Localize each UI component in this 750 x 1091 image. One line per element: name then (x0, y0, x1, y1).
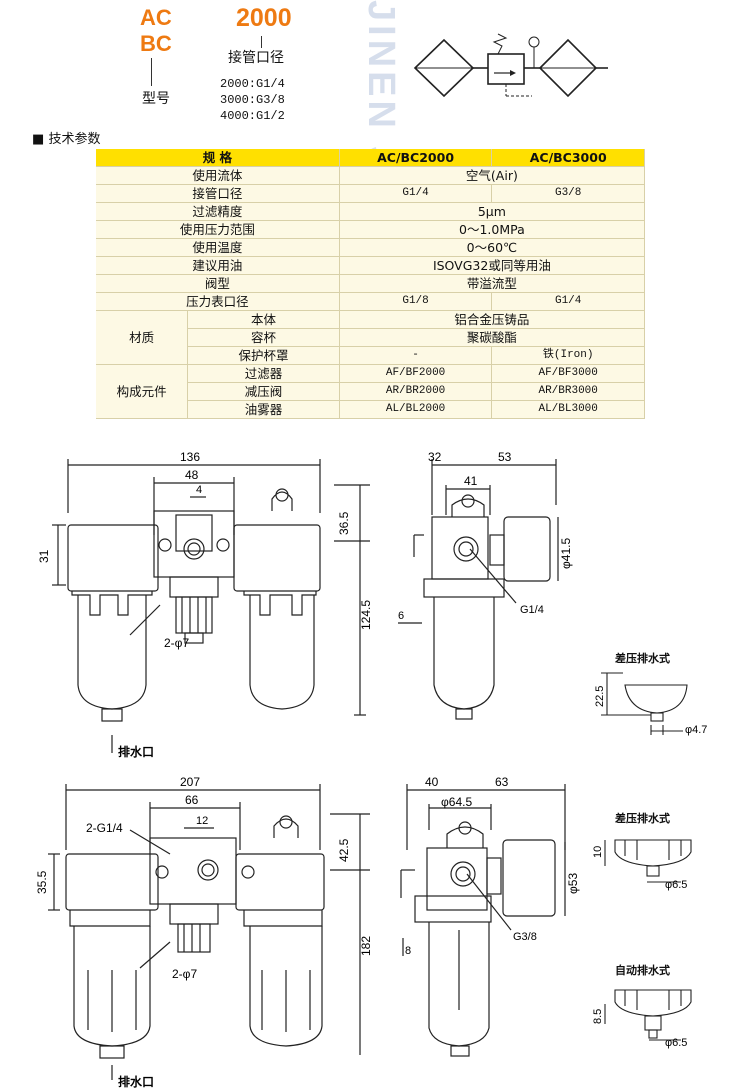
drain-dia-3: φ6.5 (665, 1037, 687, 1049)
table-row: 使用温度 0～60℃ (96, 238, 646, 257)
port-label: 接管口径 (228, 50, 284, 66)
port-option: 2000:G1/4 (220, 77, 285, 91)
label-ports: 2-G1/4 (86, 821, 123, 835)
table-row: 材质 本体 铝合金压铸品 (96, 310, 646, 365)
drawing-bottom-side: 40 63 φ64.5 φ53 8 G3/8 (400, 775, 580, 1057)
port-option: 4000:G1/2 (220, 109, 285, 123)
table-row: 使用压力范围 0～1.0MPa (96, 220, 646, 239)
section-title: ■ 技术参数 (32, 128, 100, 147)
model-leader-line (151, 58, 152, 86)
port-options: 2000:G1/4 3000:G3/8 4000:G1/2 (220, 76, 285, 124)
drawing-top-side: 32 53 41 φ41.5 6 G1/4 (398, 450, 573, 720)
header-spec: 规 格 (96, 149, 340, 167)
drain-height-1: 22.5 (594, 686, 606, 707)
table-row: 减压阀 AR/BR2000 AR/BR3000 (96, 382, 645, 401)
dim-side-offset: 8 (405, 945, 411, 957)
drain-detail-1: 22.5 φ4.7 (594, 672, 707, 736)
table-row: 容杯 聚碳酸酯 (96, 328, 646, 347)
table-row: 阀型 带溢流型 (96, 274, 646, 293)
dim-gauge-dia: φ41.5 (559, 538, 573, 569)
model-size: 2000 (236, 4, 292, 32)
component-group: 构成元件 (96, 364, 189, 419)
section-bullet: ■ (32, 132, 45, 147)
drawing-bottom-front: 207 66 12 42.5 182 35.5 2-G1/4 2-φ7 排水口 (35, 775, 373, 1089)
table-header-row: 规 格 AC/BC2000 AC/BC3000 (96, 149, 645, 167)
label-mount-holes: 2-φ7 (164, 636, 189, 650)
model-ac: AC (140, 5, 172, 30)
material-group: 材质 (96, 310, 189, 365)
drain-height-2: 10 (592, 846, 604, 858)
pneumatic-symbol (413, 33, 608, 98)
spec-table: 规 格 AC/BC2000 AC/BC3000 使用流体 空气(Air) 接管口… (96, 149, 646, 419)
drain-detail-3: 8.5 φ6.5 (592, 989, 692, 1049)
header-2000: AC/BC2000 (339, 149, 493, 167)
dim-side-a: 32 (428, 450, 442, 464)
dim-height-total: 124.5 (359, 600, 373, 630)
label-drain: 排水口 (118, 1074, 154, 1089)
label-port: G3/8 (513, 931, 537, 943)
table-row: 保护杯罩 - 铁(Iron) (96, 346, 645, 365)
dim-width: 136 (180, 450, 200, 464)
dim-port-height: 35.5 (35, 870, 49, 894)
drain-detail-2: 10 φ6.5 (592, 839, 692, 891)
table-row: 油雾器 AL/BL2000 AL/BL3000 (96, 400, 645, 419)
drain-height-3: 8.5 (592, 1009, 604, 1024)
dim-side-c: 41 (464, 474, 478, 488)
dim-gauge: 12 (196, 815, 208, 827)
dim-side-a: 40 (425, 775, 439, 789)
dim-height-top: 42.5 (337, 838, 351, 862)
drain-title-1: 差压排水式 (615, 652, 670, 665)
dim-side-b: 63 (495, 775, 509, 789)
drawing-top-front: 136 48 4 36.5 124.5 31 2-φ7 排水口 (37, 450, 373, 759)
table-row: 使用流体 空气(Air) (96, 166, 646, 185)
dim-height-top: 36.5 (337, 511, 351, 535)
model-bc: BC (140, 31, 172, 56)
label-mount-holes: 2-φ7 (172, 967, 197, 981)
size-leader-line (261, 36, 262, 48)
dim-gauge-dia: φ53 (566, 873, 580, 894)
table-row: 过滤精度 5μm (96, 202, 646, 221)
dim-width: 207 (180, 775, 200, 789)
dim-center: 66 (185, 793, 199, 807)
table-row: 构成元件 过滤器 AF/BF2000 AF/BF3000 (96, 364, 645, 419)
drain-dia-1: φ4.7 (685, 724, 707, 736)
dim-height-total: 182 (359, 936, 373, 956)
table-row: 建议用油 ISOVG32或同等用油 (96, 256, 646, 275)
drain-title-2: 差压排水式 (615, 812, 670, 825)
label-drain: 排水口 (118, 744, 154, 759)
table-row: 接管口径 G1/4 G3/8 (96, 184, 645, 203)
label-port: G1/4 (520, 604, 544, 616)
table-row: 压力表口径 G1/8 G1/4 (96, 292, 645, 311)
dim-side-dia: φ64.5 (441, 795, 472, 809)
dim-center: 48 (185, 468, 199, 482)
port-option: 3000:G3/8 (220, 93, 285, 107)
model-label: 型号 (142, 91, 170, 107)
section-title-text: 技术参数 (48, 132, 101, 147)
dim-side-b: 53 (498, 450, 512, 464)
header-3000: AC/BC3000 (491, 149, 645, 167)
drain-title-3: 自动排水式 (615, 964, 670, 977)
drain-dia-2: φ6.5 (665, 879, 687, 891)
dim-port-height: 31 (37, 549, 51, 563)
dim-side-offset: 6 (398, 610, 404, 622)
dim-gauge: 4 (196, 484, 202, 496)
